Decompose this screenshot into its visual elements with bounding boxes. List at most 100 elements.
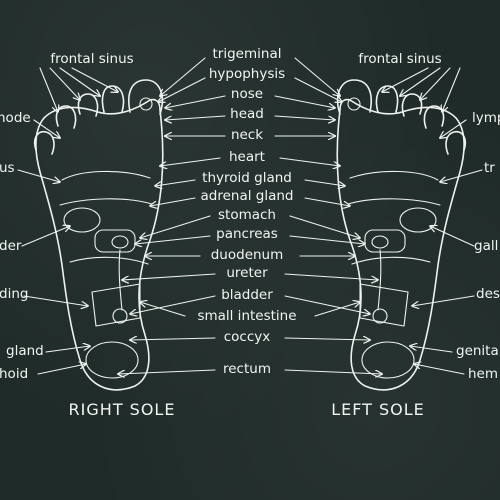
right-diaphragm-line: [59, 198, 153, 206]
right-hypophysis-zone: [139, 97, 153, 111]
arrow-tr-left: [440, 169, 483, 182]
right-lung-zone: [61, 170, 151, 181]
arrow-pancreas-right: [135, 235, 211, 244]
left-colon-box: [359, 283, 409, 327]
arrow-stomach-right: [140, 215, 211, 238]
left-lung-zone: [349, 170, 439, 181]
label-ureter: ureter: [226, 265, 268, 281]
label-des-left: des: [476, 286, 500, 302]
arrow-frontal-sinus-right-d: [39, 67, 58, 112]
left-bladder-zone: [372, 308, 388, 324]
left-sole-drawing: [336, 79, 467, 391]
label-stomach: stomach: [218, 207, 276, 223]
label-adrenal-gland: adrenal gland: [201, 188, 294, 204]
left-heel-zone: [361, 341, 415, 379]
arrow-small-intestine-right: [140, 302, 186, 317]
label-small-intestine: small intestine: [197, 308, 296, 324]
right-intestine-line: [69, 256, 149, 265]
arrow-des-left: [412, 295, 475, 306]
arrow-head-right: [165, 115, 226, 120]
arrow-coccyx-left: [284, 338, 370, 340]
arrow-rectum-left: [284, 369, 382, 374]
arrow-coccyx-right: [130, 338, 216, 340]
arrow-adrenal-right: [150, 197, 196, 206]
label-bladder: bladder: [221, 287, 273, 303]
arrow-der-right: [21, 226, 70, 247]
arrow-small-intestine-left: [314, 302, 360, 317]
label-hypophysis: hypophysis: [209, 66, 285, 82]
arrow-gall-left: [430, 226, 475, 247]
left-toe-5: [445, 130, 467, 155]
right-colon-box: [91, 283, 141, 327]
arrow-stomach-left: [289, 215, 360, 238]
arrow-ding-right: [23, 295, 88, 306]
right-toe-4: [55, 105, 77, 129]
left-kidney-zone: [371, 235, 389, 249]
label-lymp-left: lymp: [472, 110, 500, 126]
arrow-hypophysis-left: [294, 77, 342, 102]
arrow-heart-left: [279, 157, 340, 166]
left-intestine-line: [351, 256, 431, 265]
right-bladder-zone: [112, 308, 128, 324]
right-sole-drawing: [33, 79, 164, 391]
arrow-bladder-right: [130, 295, 216, 314]
arrow-frontal-sinus-left-d: [442, 67, 461, 112]
right-kidney-zone: [111, 235, 129, 249]
label-node-right: node: [0, 110, 31, 126]
arrow-trigeminal-right: [160, 57, 206, 96]
right-sole-title: RIGHT SOLE: [69, 400, 176, 419]
label-hem-left: hem: [468, 366, 498, 382]
left-heart-zone: [399, 207, 437, 233]
arrow-frontal-sinus-left-c: [420, 67, 451, 100]
right-liver-zone: [63, 207, 101, 233]
label-duodenum: duodenum: [211, 247, 284, 263]
arrow-gland-right: [45, 346, 90, 353]
label-coccyx: coccyx: [224, 329, 271, 345]
arrow-nose-right: [165, 95, 226, 108]
label-thyroid-gland: thyroid gland: [202, 170, 292, 186]
right-sole-labels: frontal sinus node us der ding gland hoi…: [0, 51, 176, 419]
label-heart: heart: [229, 149, 265, 165]
left-sole-labels: frontal sinus lymp tr gall des genita he…: [331, 51, 500, 419]
left-diaphragm-line: [347, 198, 441, 206]
right-stomach-zone: [94, 229, 136, 253]
arrow-frontal-sinus-right-a: [59, 67, 100, 96]
arrow-head-left: [274, 115, 335, 120]
left-toe-4: [423, 105, 445, 129]
arrow-frontal-sinus-left-a: [400, 67, 441, 96]
arrow-ureter-left: [284, 273, 378, 280]
label-trigeminal: trigeminal: [213, 46, 282, 62]
arrow-adrenal-left: [304, 197, 350, 206]
arrow-hypophysis-right: [158, 77, 206, 102]
label-nose: nose: [231, 86, 263, 102]
label-gland-right: gland: [6, 343, 44, 359]
arrow-bladder-left: [284, 295, 370, 314]
arrow-thyroid-left: [304, 179, 345, 186]
label-us-right: us: [0, 160, 15, 176]
left-sole-title: LEFT SOLE: [331, 400, 425, 419]
left-toe-3: [401, 93, 423, 117]
arrow-node-right: [33, 119, 60, 138]
arrow-frontal-sinus-right-c: [49, 67, 80, 100]
left-sole-outline: [336, 98, 465, 391]
arrow-thyroid-right: [155, 179, 196, 186]
arrow-us-right: [17, 169, 60, 182]
label-der-right: der: [0, 238, 22, 254]
center-labels: trigeminal hypophysis nose head neck hea…: [197, 46, 296, 377]
label-frontal-sinus-left: frontal sinus: [358, 51, 441, 67]
right-toe-5: [33, 130, 55, 155]
left-stomach-zone: [364, 229, 406, 253]
left-ureter-line: [377, 249, 382, 311]
arrow-trigeminal-left: [294, 57, 340, 96]
arrows: [17, 57, 483, 375]
label-genita-left: genita: [456, 343, 499, 359]
label-tr-left: tr: [484, 160, 495, 176]
arrow-hem-left: [414, 364, 465, 375]
arrow-genita-left: [410, 346, 453, 353]
label-pancreas: pancreas: [216, 226, 278, 242]
arrow-rectum-right: [118, 369, 216, 374]
right-ureter-line: [118, 249, 123, 311]
arrow-hoid-right: [37, 364, 86, 375]
